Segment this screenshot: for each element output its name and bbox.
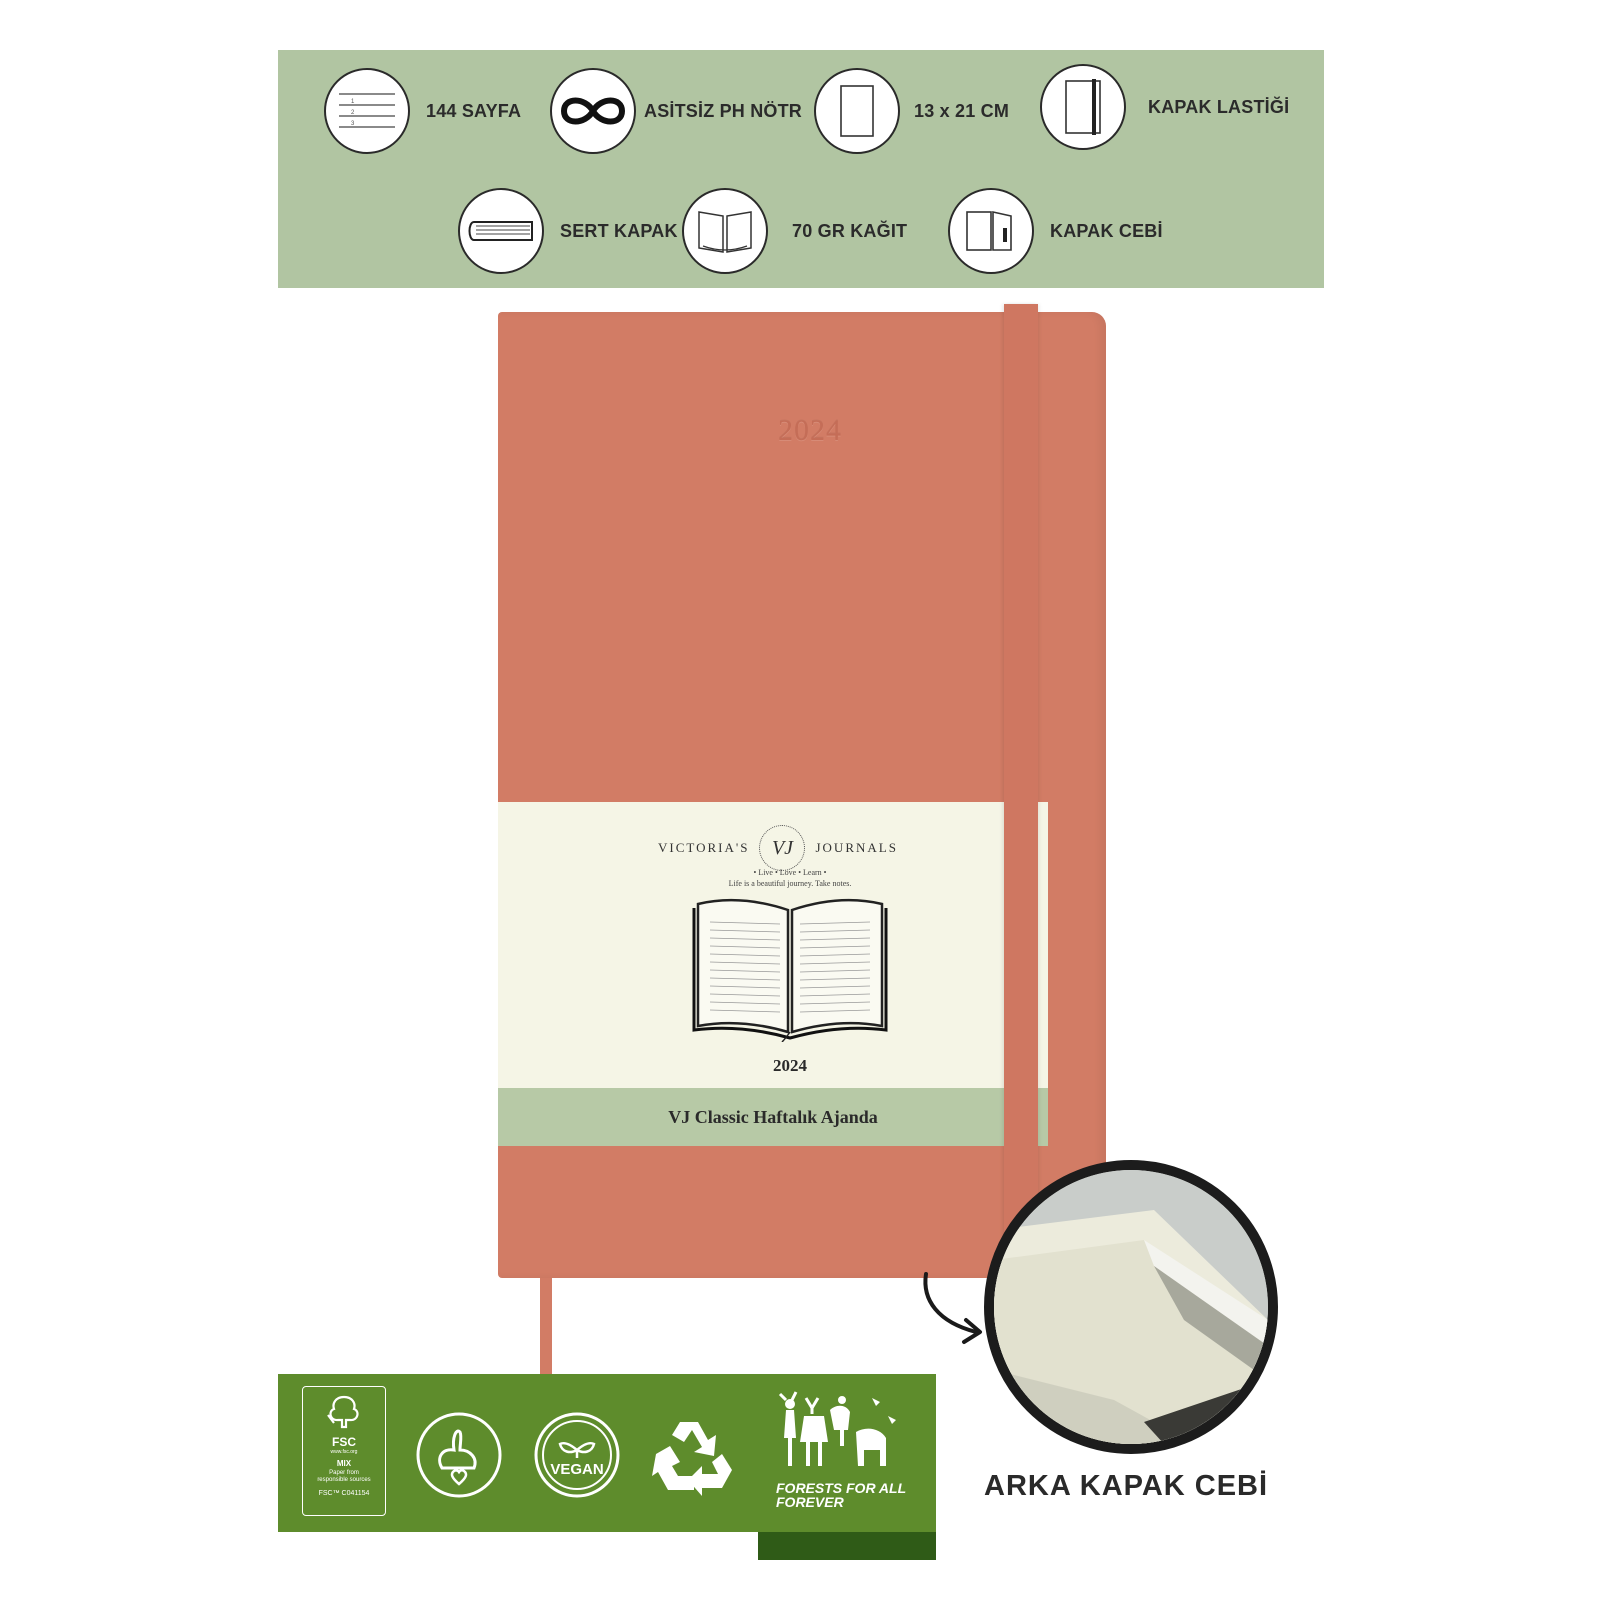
fsc-mix: MIX <box>336 1459 352 1468</box>
feature-label: SERT KAPAK <box>560 220 678 241</box>
forests-silhouette-icon <box>778 1391 896 1466</box>
feature-elastic: KAPAK LASTİĞİ <box>1040 64 1289 150</box>
lined-pages-icon: 1 2 3 <box>324 68 410 154</box>
recycle-icon <box>652 1422 732 1496</box>
feature-label: 70 GR KAĞIT <box>792 220 908 241</box>
product-name: VJ Classic Haftalık Ajanda <box>668 1106 878 1127</box>
fsc-name: FSC <box>332 1435 356 1449</box>
forests-for-all-forever-logo: FORESTS FOR ALL FOREVER <box>776 1386 916 1516</box>
vegan-icon: VEGAN <box>534 1412 620 1498</box>
forests-line2: FOREVER <box>776 1494 844 1510</box>
cover-pocket-icon <box>948 188 1034 274</box>
vj-monogram-icon: VJ <box>759 825 806 871</box>
svg-text:1: 1 <box>351 99 355 105</box>
band-year: 2024 <box>773 1056 807 1075</box>
forests-line1: FORESTS FOR ALL <box>776 1480 907 1496</box>
paper-band-label: VJ Classic Haftalık Ajanda <box>498 1088 1048 1146</box>
feature-label: ASİTSİZ PH NÖTR <box>644 100 803 121</box>
feature-pages: 1 2 3 144 SAYFA <box>324 68 521 154</box>
hardcover-icon <box>458 188 544 274</box>
cruelty-free-rabbit-icon <box>416 1412 502 1498</box>
fsc-line2: responsible sources <box>317 1477 371 1483</box>
feature-acid-free: ASİTSİZ PH NÖTR <box>550 68 802 154</box>
tagline-journey: Life is a beautiful journey. Take notes. <box>728 879 852 888</box>
elastic-band-icon <box>1040 64 1126 150</box>
open-planner-illustration <box>692 898 888 1042</box>
feature-label: 13 x 21 CM <box>914 100 1010 121</box>
back-pocket-zoom <box>984 1160 1278 1454</box>
feature-paper-weight: 70 GR KAĞIT <box>682 188 907 274</box>
feature-label: KAPAK CEBİ <box>1050 220 1163 241</box>
eco-band-tab <box>758 1532 936 1560</box>
feature-size: 13 x 21 CM <box>814 68 1009 154</box>
feature-label: 144 SAYFA <box>426 100 522 121</box>
feature-hardcover: SERT KAPAK <box>458 188 678 274</box>
elastic-closure <box>1004 304 1038 1276</box>
eco-certifications-band <box>278 1374 936 1532</box>
feature-label: KAPAK LASTİĞİ <box>1148 96 1290 117</box>
tagline-live-love-learn: • Live • Love • Learn • <box>753 868 827 877</box>
pocket-photo <box>994 1170 1268 1444</box>
page-size-icon <box>814 68 900 154</box>
svg-text:2: 2 <box>351 110 355 116</box>
curved-arrow-icon <box>923 1272 982 1344</box>
fsc-code: FSC™ C041154 <box>318 1490 370 1497</box>
fsc-logo: FSC www.fsc.org MIX Paper from responsib… <box>302 1386 386 1516</box>
features-band: 1 2 3 144 SAYFA ASİTSİZ PH NÖTR 13 x 21 … <box>278 50 1324 288</box>
open-book-icon <box>682 188 768 274</box>
ribbon-bookmark <box>540 1270 552 1380</box>
brand-left: VICTORIA'S <box>658 840 750 855</box>
infinity-icon <box>550 68 636 154</box>
fsc-line1: Paper from <box>329 1470 359 1476</box>
fsc-site: www.fsc.org <box>330 1449 358 1455</box>
brand-right: JOURNALS <box>815 840 898 855</box>
embossed-year: 2024 <box>778 414 842 447</box>
pocket-caption: ARKA KAPAK CEBİ <box>984 1470 1269 1502</box>
feature-cover-pocket: KAPAK CEBİ <box>948 188 1163 274</box>
fsc-tree-icon <box>327 1395 359 1429</box>
brand-logo: VICTORIA'S VJ JOURNALS <box>628 825 928 871</box>
svg-text:3: 3 <box>351 121 355 127</box>
vegan-label: VEGAN <box>550 1461 603 1478</box>
